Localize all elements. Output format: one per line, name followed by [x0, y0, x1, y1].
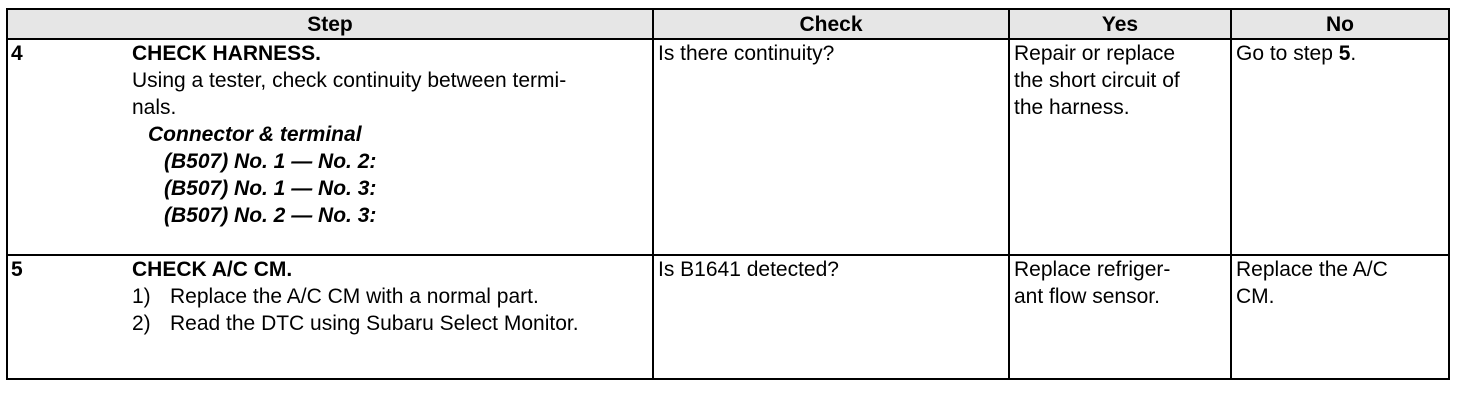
no-cell: Go to step 5. — [1230, 38, 1450, 256]
procedure-step-number: 2) — [132, 312, 151, 335]
step-body: CHECK HARNESS. Using a tester, check con… — [132, 40, 648, 229]
header-step: Step — [6, 8, 654, 40]
step-cell: 4 CHECK HARNESS. Using a tester, check c… — [6, 38, 654, 256]
connector-item: (B507) No. 2 — No. 3: — [164, 204, 377, 227]
check-cell: Is B1641 detected? — [652, 254, 1010, 380]
check-text: Is there continuity? — [658, 42, 835, 65]
connector-item: (B507) No. 1 — No. 2: — [164, 150, 377, 173]
step-title: CHECK A/C CM. — [132, 258, 293, 281]
procedure-step-text: Replace the A/C CM with a normal part. — [170, 285, 539, 308]
header-no: No — [1230, 8, 1450, 40]
yes-line: Repair or replace — [1014, 42, 1176, 65]
yes-line: Replace refriger- — [1014, 258, 1171, 281]
procedure-step-number: 1) — [132, 285, 151, 308]
step-number: 5 — [11, 258, 23, 281]
diagnostic-table: Step Check Yes No 4 CHECK HARNESS. Using… — [6, 8, 1450, 380]
connector-heading: Connector & terminal — [148, 123, 362, 146]
no-text: Go to step — [1236, 42, 1339, 65]
procedure-step: 1) Replace the A/C CM with a normal part… — [132, 283, 646, 310]
yes-cell: Replace refriger- ant flow sensor. — [1008, 254, 1232, 380]
table-row: 4 CHECK HARNESS. Using a tester, check c… — [6, 38, 1450, 256]
step-reference: 5 — [1338, 42, 1351, 65]
yes-cell: Repair or replace the short circuit of t… — [1008, 38, 1232, 256]
yes-line: the harness. — [1014, 96, 1130, 119]
check-cell: Is there continuity? — [652, 38, 1010, 256]
step-title: CHECK HARNESS. — [132, 42, 322, 65]
procedure-step-text: Read the DTC using Subaru Select Monitor… — [170, 312, 579, 335]
step-cell: 5 CHECK A/C CM. 1) Replace the A/C CM wi… — [6, 254, 654, 380]
yes-line: ant flow sensor. — [1014, 285, 1160, 308]
step-description-line: nals. — [132, 96, 177, 119]
no-line: CM. — [1236, 285, 1275, 308]
yes-line: the short circuit of — [1014, 69, 1180, 92]
check-text: Is B1641 detected? — [658, 258, 839, 281]
step-number: 4 — [11, 42, 23, 65]
header-yes: Yes — [1008, 8, 1232, 40]
no-line: Replace the A/C — [1236, 258, 1388, 281]
header-check: Check — [652, 8, 1010, 40]
step-body: CHECK A/C CM. 1) Replace the A/C CM with… — [132, 256, 648, 337]
no-cell: Replace the A/C CM. — [1230, 254, 1450, 380]
procedure-step: 2) Read the DTC using Subaru Select Moni… — [132, 310, 646, 337]
no-text-suffix: . — [1350, 42, 1357, 65]
header-row: Step Check Yes No — [6, 8, 1450, 40]
connector-item: (B507) No. 1 — No. 3: — [164, 177, 377, 200]
table-row: 5 CHECK A/C CM. 1) Replace the A/C CM wi… — [6, 254, 1450, 380]
step-description-line: Using a tester, check continuity between… — [132, 69, 567, 92]
